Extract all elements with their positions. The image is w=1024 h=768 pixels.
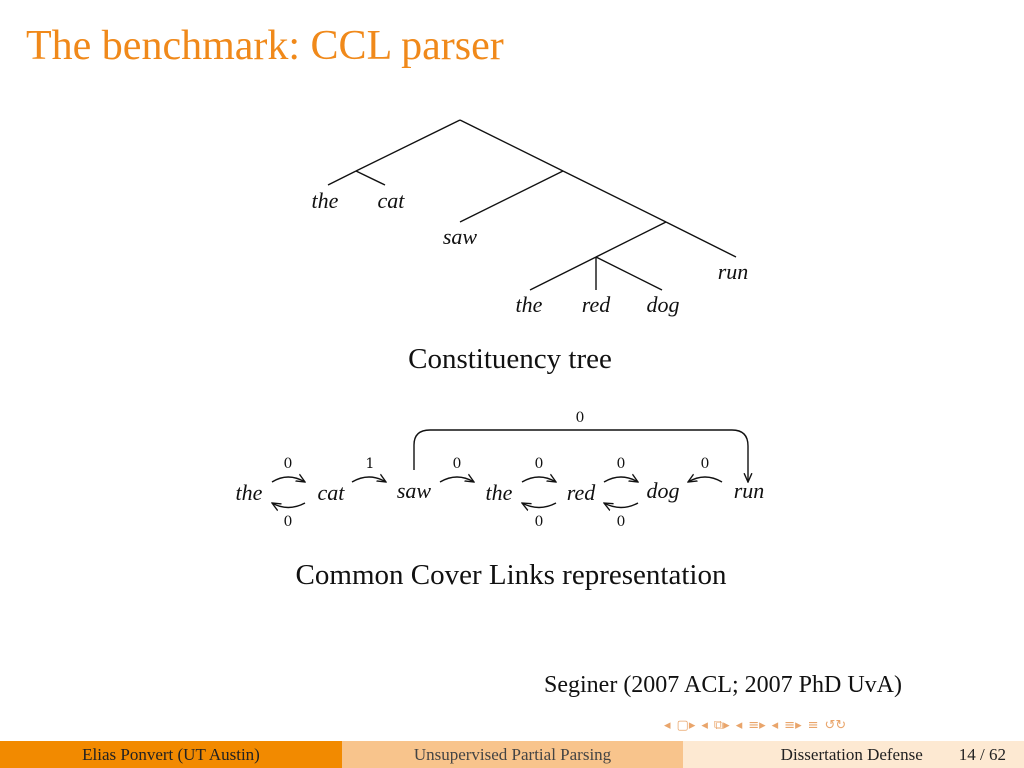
ccl-link (521, 477, 556, 482)
nav-next-subsection-icon[interactable]: ≡▸ (784, 717, 802, 733)
tree-leaves: the cat saw the red dog run (312, 188, 749, 317)
beamer-navigation: ◂ ▢▸ ◂ ⧉▸ ◂ ≡▸ ◂ ≡▸ ≡ ↺↻ (664, 714, 846, 736)
ccl-link (439, 477, 474, 482)
tree-caption: Constituency tree (408, 343, 612, 375)
tree-leaf: the (516, 292, 543, 317)
ccl-link-label: 0 (284, 514, 293, 530)
nav-prev-frame-icon[interactable]: ◂ (664, 717, 671, 733)
nav-prev-subsection-icon[interactable]: ◂ (771, 717, 779, 733)
ccl-link-label: 0 (535, 456, 544, 472)
diagram-canvas: the cat saw the red dog run Constituency… (236, 119, 765, 591)
constituency-tree (327, 119, 737, 291)
ccl-link-label: 0 (535, 514, 544, 530)
tree-branch (665, 221, 737, 258)
ccl-word: the (486, 480, 513, 505)
nav-next-section-icon[interactable]: ≡▸ (748, 717, 766, 733)
footer-page-number: 14 / 62 (958, 744, 1006, 764)
ccl-word: saw (397, 478, 432, 503)
tree-branch (355, 119, 461, 172)
ccl-link (351, 477, 386, 482)
ccl-word: cat (318, 480, 346, 505)
footer-talk-title: Unsupervised Partial Parsing (342, 741, 683, 768)
tree-leaf: saw (443, 224, 478, 249)
footer-event-section: Dissertation Defense 14 / 62 (683, 741, 1024, 768)
ccl-word: run (734, 478, 765, 503)
ccl-link-label: 0 (453, 456, 462, 472)
ccl-link-label: 1 (366, 456, 375, 472)
tree-branch (327, 170, 357, 186)
ccl-link (413, 429, 748, 482)
ccl-link-label: 0 (576, 410, 585, 426)
ccl-words: the cat saw the red dog run (236, 478, 765, 505)
ccl-links (271, 429, 748, 508)
ccl-link-label: 0 (284, 456, 293, 472)
ccl-word: red (567, 480, 597, 505)
tree-branch (595, 256, 663, 291)
nav-next-frame-icon[interactable]: ▢▸ (676, 717, 696, 733)
tree-branch (355, 170, 386, 186)
nav-toc-icon[interactable]: ≡ (807, 717, 819, 733)
tree-branch (459, 170, 564, 223)
footer-author: Elias Ponvert (UT Austin) (0, 741, 342, 768)
slide-title: The benchmark: CCL parser (26, 23, 504, 69)
ccl-word: the (236, 480, 263, 505)
tree-leaf: dog (647, 292, 680, 317)
citation: Seginer (2007 ACL; 2007 PhD UvA) (544, 672, 902, 698)
ccl-link-label: 0 (617, 514, 626, 530)
ccl-link-labels: 0 0 1 0 0 0 0 0 0 0 (284, 410, 710, 530)
tree-leaf: cat (378, 188, 406, 213)
nav-search-icon[interactable]: ↺↻ (824, 717, 847, 733)
ccl-link-label: 0 (617, 456, 626, 472)
ccl-link (522, 503, 557, 508)
ccl-word: dog (647, 478, 680, 503)
tree-branch (459, 119, 564, 172)
nav-prev-slide-icon[interactable]: ◂ (701, 717, 708, 733)
ccl-link (604, 503, 639, 508)
nav-prev-section-icon[interactable]: ◂ (735, 717, 743, 733)
tree-leaf: the (312, 188, 339, 213)
footer-bar: Elias Ponvert (UT Austin) Unsupervised P… (0, 741, 1024, 768)
tree-branch (595, 221, 667, 258)
tree-branch (529, 256, 597, 291)
ccl-link (272, 503, 306, 508)
ccl-caption: Common Cover Links representation (296, 559, 727, 591)
tree-branch (562, 170, 667, 223)
tree-leaf: run (718, 259, 749, 284)
ccl-link (271, 477, 305, 482)
ccl-link (603, 477, 638, 482)
nav-next-slide-icon[interactable]: ⧉▸ (713, 717, 730, 733)
ccl-link (688, 477, 723, 482)
ccl-link-label: 0 (701, 456, 710, 472)
footer-event: Dissertation Defense (780, 744, 923, 764)
tree-leaf: red (582, 292, 612, 317)
